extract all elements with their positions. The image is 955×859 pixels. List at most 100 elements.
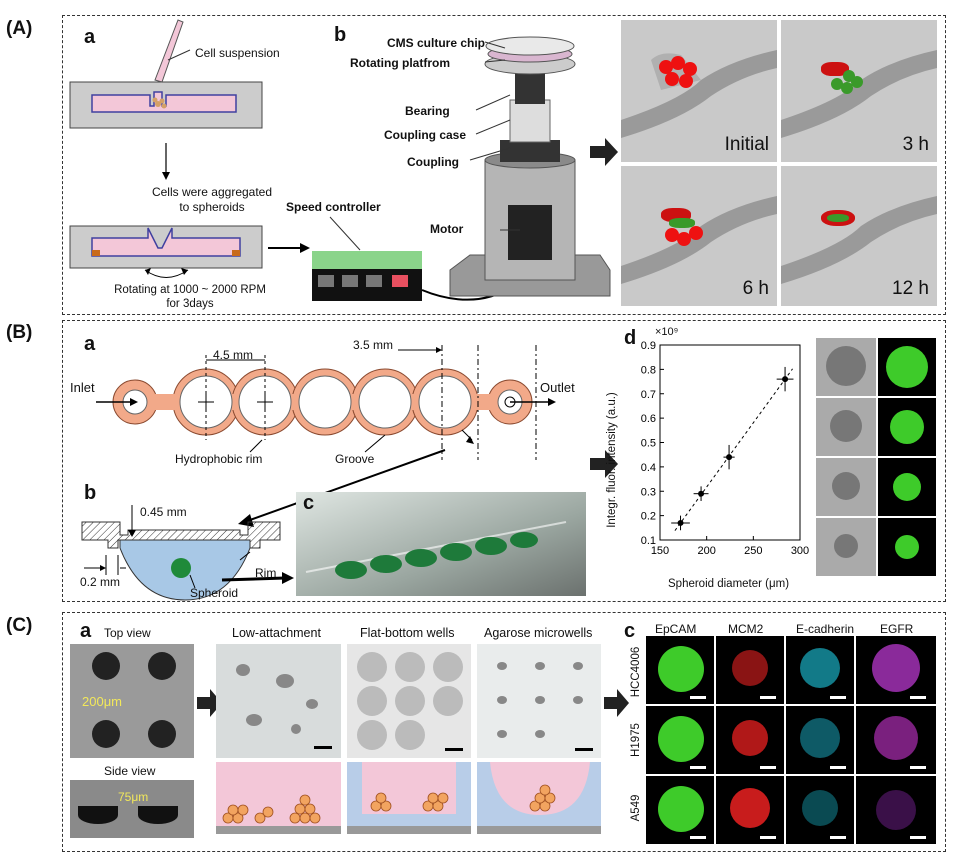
- line-h1975: H1975: [630, 723, 642, 757]
- side-view-image: 75μm: [70, 780, 194, 838]
- top-view-image: 200μm: [70, 644, 194, 758]
- panel-b-c-label: c: [303, 492, 315, 514]
- chart-multiplier: ×10⁹: [655, 326, 679, 338]
- panel-b-label: (B): [6, 322, 33, 343]
- y-tick-label: 0.3: [641, 486, 656, 498]
- part-coupling: Coupling: [407, 155, 459, 169]
- low-attachment-image: [216, 644, 341, 758]
- gap-label: 0.2 mm: [80, 575, 121, 589]
- data-point: [726, 454, 733, 461]
- top-view-label: Top view: [104, 626, 151, 640]
- chip-photo: [296, 492, 586, 596]
- if-a549-mcm2: [716, 776, 784, 844]
- panel-a: [62, 15, 946, 315]
- data-point: [677, 519, 684, 526]
- panel-c-a-label: a: [80, 620, 92, 642]
- panel-a-a-label: a: [84, 26, 96, 48]
- bf-image-3: [816, 458, 876, 516]
- tile-6h: 6 h: [621, 166, 777, 306]
- col-agarose: Agarose microwells: [484, 626, 593, 640]
- marker-mcm2: MCM2: [728, 622, 764, 636]
- y-tick-label: 0.5: [641, 438, 656, 450]
- if-a549-epcam: [646, 776, 714, 844]
- panel-b: [62, 320, 946, 602]
- panel-a-b-label: b: [334, 24, 347, 46]
- panel-b-a-label: a: [84, 333, 96, 355]
- motor-label: Motor: [430, 222, 464, 236]
- part-coupling-case: Coupling case: [384, 128, 467, 142]
- x-tick-label: 150: [651, 545, 669, 557]
- panel-c-c-label: c: [624, 620, 636, 642]
- cell-suspension-label: Cell suspension: [195, 46, 280, 60]
- flat-bottom-image: [347, 644, 471, 758]
- bf-image-4: [816, 518, 876, 576]
- time-initial: Initial: [724, 134, 769, 155]
- part-bearing: Bearing: [405, 104, 450, 118]
- x-tick-label: 250: [744, 545, 762, 557]
- side-view-label: Side view: [104, 764, 156, 778]
- tile-initial: Initial: [621, 20, 777, 162]
- time-3h: 3 h: [902, 134, 929, 155]
- marker-epcam: EpCAM: [655, 622, 697, 636]
- dim-75um: 75μm: [118, 790, 149, 804]
- fl-image-2: [878, 398, 936, 456]
- dim-4-5mm: 4.5 mm: [213, 348, 254, 362]
- x-tick-label: 300: [791, 545, 809, 557]
- fl-image-3: [878, 458, 936, 516]
- inlet-label: Inlet: [70, 380, 95, 395]
- time-12h: 12 h: [892, 278, 929, 299]
- y-tick-label: 0.2: [641, 511, 656, 523]
- rim-label: Rim: [255, 566, 277, 580]
- data-point: [698, 490, 705, 497]
- if-hcc-epcam: [646, 636, 714, 704]
- y-tick-label: 0.1: [641, 535, 656, 547]
- line-a549: A549: [630, 794, 642, 822]
- if-h1975-egfr: [856, 706, 936, 774]
- part-platform: Rotating platfrom: [350, 56, 450, 70]
- dim-3-5mm: 3.5 mm: [353, 338, 394, 352]
- fl-image-4: [878, 518, 936, 576]
- if-a549-egfr: [856, 776, 936, 844]
- speed-controller-label: Speed controller: [286, 200, 381, 214]
- part-chip: CMS culture chip: [387, 36, 486, 50]
- if-h1975-ecad: [786, 706, 854, 774]
- marker-egfr: EGFR: [880, 622, 914, 636]
- y-tick-label: 0.9: [641, 340, 656, 352]
- panel-b-d-label: d: [624, 327, 637, 349]
- panel-c: [62, 612, 946, 852]
- rotating-label: Rotating at 1000 ~ 2000 RPM for 3days: [114, 284, 266, 310]
- if-h1975-mcm2: [716, 706, 784, 774]
- panel-a-label: (A): [6, 18, 33, 39]
- if-hcc-egfr: [856, 636, 936, 704]
- agarose-image: [477, 644, 601, 758]
- y-tick-label: 0.7: [641, 389, 656, 401]
- bf-image-2: [816, 398, 876, 456]
- data-point: [782, 376, 789, 383]
- time-6h: 6 h: [742, 278, 769, 299]
- x-tick-label: 200: [697, 545, 715, 557]
- y-tick-label: 0.4: [641, 462, 656, 474]
- panel-c-label: (C): [6, 615, 33, 636]
- if-hcc-mcm2: [716, 636, 784, 704]
- marker-ecadherin: E-cadherin: [796, 622, 855, 636]
- if-h1975-epcam: [646, 706, 714, 774]
- col-low-attachment: Low-attachment: [232, 626, 321, 640]
- dim-200um: 200μm: [82, 694, 123, 709]
- y-tick-label: 0.6: [641, 413, 656, 425]
- if-hcc-ecad: [786, 636, 854, 704]
- spheroid-label: Spheroid: [190, 586, 239, 600]
- tile-3h: 3 h: [781, 20, 937, 162]
- hydrophobic-rim-label: Hydrophobic rim: [175, 452, 263, 466]
- panel-b-b-label: b: [84, 482, 97, 504]
- groove-label: Groove: [335, 452, 375, 466]
- depth-label: 0.45 mm: [140, 505, 187, 519]
- bf-image-1: [816, 338, 876, 396]
- fl-image-1: [878, 338, 936, 396]
- line-hcc4006: HCC4006: [630, 646, 642, 698]
